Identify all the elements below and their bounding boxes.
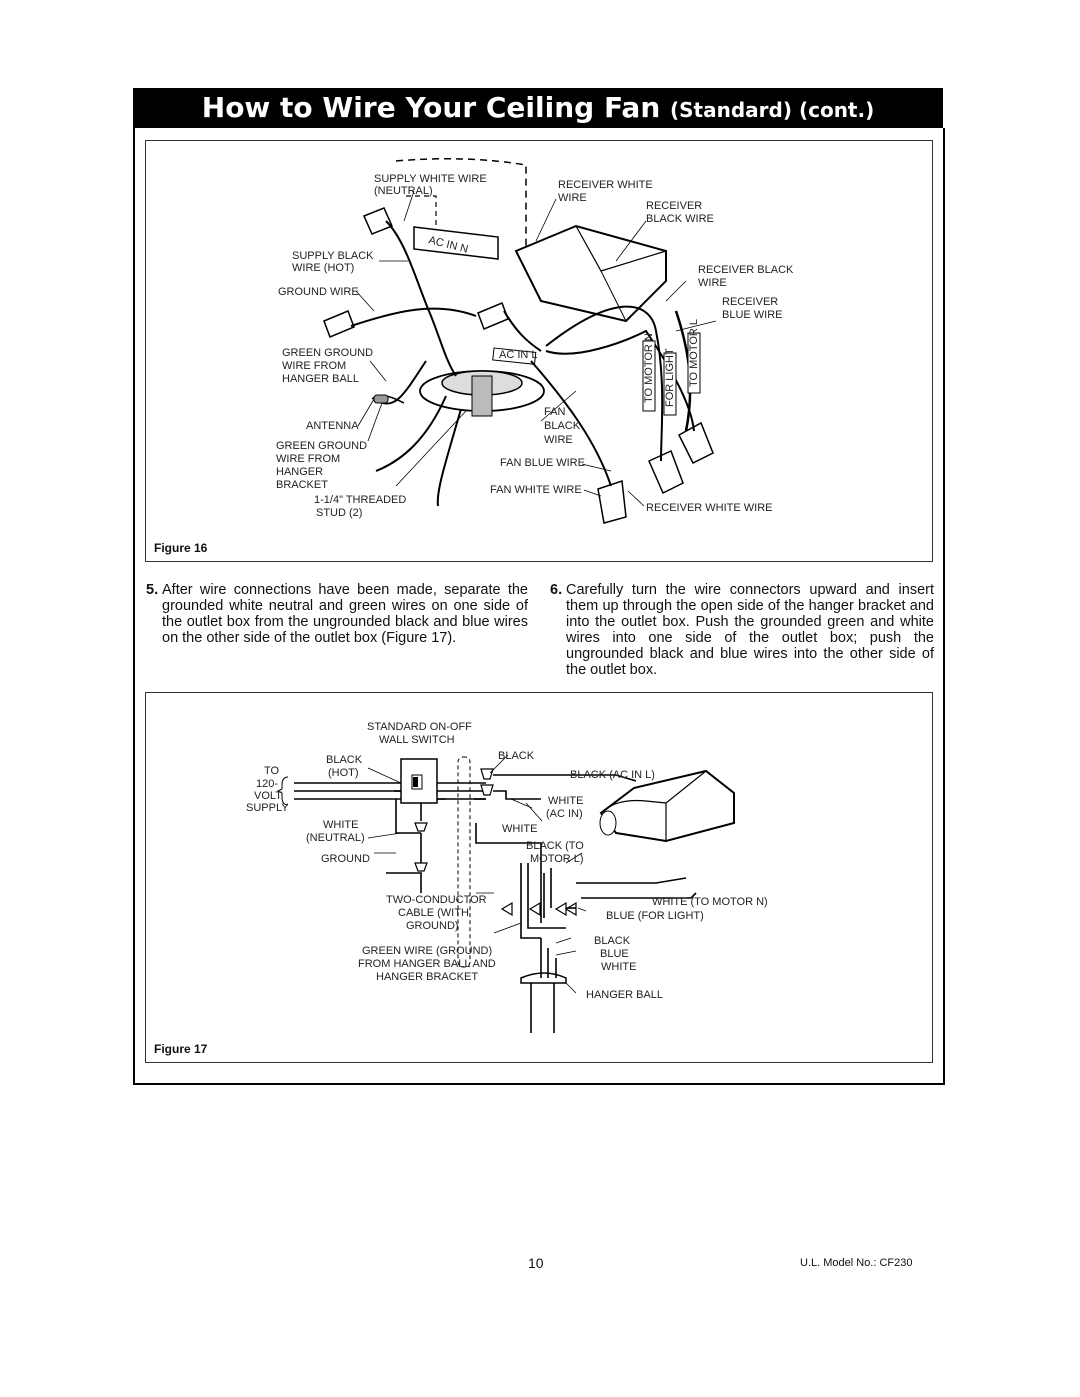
tag-to-motor-l: TO MOTOR L [688,319,700,387]
label-fan-black-3: WIRE [544,434,573,446]
label-white-ac-in-1: WHITE [548,795,583,807]
label-white-neutral-1: WHITE [323,819,358,831]
page-title: How to Wire Your Ceiling Fan (Standard) … [133,88,943,128]
step-6: 6. Carefully turn the wire connectors up… [550,582,934,678]
step-6-number: 6. [550,582,563,598]
label-white-ac-in-2: (AC IN) [546,808,583,820]
tag-for-light: FOR LIGHT [664,348,676,407]
label-receiver-black2-1: RECEIVER BLACK [698,264,794,276]
label-supply-black-1: SUPPLY BLACK [292,250,374,262]
figure-17: STANDARD ON-OFF WALL SWITCH BLACK (HOT) … [145,692,933,1063]
label-antenna: ANTENNA [306,420,359,432]
label-black-hot-1: BLACK [326,754,363,766]
figure-16: AC IN N AC IN L [145,140,933,562]
label-hanger-ball: HANGER BALL [586,989,663,1001]
content-frame [133,128,945,1085]
label-ground: GROUND [321,853,370,865]
label-green-ground-bracket-1: GREEN GROUND [276,440,367,452]
label-threaded-stud-1: 1-1/4" THREADED [314,494,406,506]
label-black: BLACK [498,750,535,762]
title-main: How to Wire Your Ceiling Fan [201,91,661,124]
step-6-text: Carefully turn the wire connectors upwar… [566,582,934,678]
label-supply-black-2: WIRE (HOT) [292,262,354,274]
figure-17-diagram: STANDARD ON-OFF WALL SWITCH BLACK (HOT) … [246,721,768,1033]
label-green-wire-3: HANGER BRACKET [376,971,478,983]
label-switch-2: WALL SWITCH [379,734,455,746]
label-green-wire-2: FROM HANGER BALL AND [358,958,496,970]
label-switch-1: STANDARD ON-OFF [367,721,472,733]
label-supply: SUPPLY [246,802,289,814]
figure-16-diagram: AC IN N AC IN L [276,158,794,524]
label-receiver-black-1: RECEIVER [646,200,702,212]
label-120: 120- [256,778,278,790]
label-supply-white-1: SUPPLY WHITE WIRE [374,173,487,185]
label-green-ground-bracket-2: WIRE FROM [276,453,340,465]
label-green-ground-bracket-4: BRACKET [276,479,328,491]
label-ground-wire: GROUND WIRE [278,286,359,298]
label-black-motor-1: BLACK (TO [526,840,584,852]
figure-16-caption: Figure 16 [154,541,208,555]
tag-ac-in-l: AC IN L [499,349,538,361]
label-fan-black-1: FAN [544,406,565,418]
label-receiver-blue-2: BLUE WIRE [722,309,783,321]
label-supply-white-2: (NEUTRAL) [374,185,433,197]
label-fan-black-2: BLACK [544,420,581,432]
label-ball-blue: BLUE [600,948,629,960]
label-black-ac-in-l: BLACK (AC IN L) [570,769,655,781]
label-green-wire-1: GREEN WIRE (GROUND) [362,945,492,957]
label-white-motor-n: WHITE (TO MOTOR N) [652,896,768,908]
label-threaded-stud-2: STUD (2) [316,507,362,519]
step-5: 5. After wire connections have been made… [146,582,528,646]
label-green-ground-ball-1: GREEN GROUND [282,347,373,359]
figure-17-caption: Figure 17 [154,1042,208,1056]
step-5-number: 5. [146,582,159,598]
label-receiver-white-bottom: RECEIVER WHITE WIRE [646,502,773,514]
label-ball-white: WHITE [601,961,636,973]
label-ball-black: BLACK [594,935,631,947]
label-to: TO [264,765,280,777]
tag-to-motor-n: TO MOTOR N [643,333,655,403]
label-two-conductor-1: TWO-CONDUCTOR [386,894,487,906]
label-blue-light: BLUE (FOR LIGHT) [606,910,704,922]
step-5-text: After wire connections have been made, s… [162,582,528,646]
title-sub: (Standard) (cont.) [670,98,875,122]
label-fan-blue: FAN BLUE WIRE [500,457,585,469]
label-black-motor-2: MOTOR L) [530,853,584,865]
page-number: 10 [528,1255,544,1271]
label-receiver-blue-1: RECEIVER [722,296,778,308]
label-receiver-black-2: BLACK WIRE [646,213,714,225]
label-black-hot-2: (HOT) [328,767,359,779]
label-receiver-black2-2: WIRE [698,277,727,289]
label-receiver-white-1: RECEIVER WHITE [558,179,653,191]
model-number: U.L. Model No.: CF230 [800,1257,913,1269]
label-green-ground-ball-2: WIRE FROM [282,360,346,372]
label-white-neutral-2: (NEUTRAL) [306,832,365,844]
label-fan-white: FAN WHITE WIRE [490,484,582,496]
label-receiver-white-2: WIRE [558,192,587,204]
label-two-conductor-3: GROUND) [406,920,459,932]
label-volt: VOLT [254,790,282,802]
label-white: WHITE [502,823,537,835]
label-green-ground-ball-3: HANGER BALL [282,373,359,385]
label-green-ground-bracket-3: HANGER [276,466,323,478]
label-two-conductor-2: CABLE (WITH [398,907,469,919]
